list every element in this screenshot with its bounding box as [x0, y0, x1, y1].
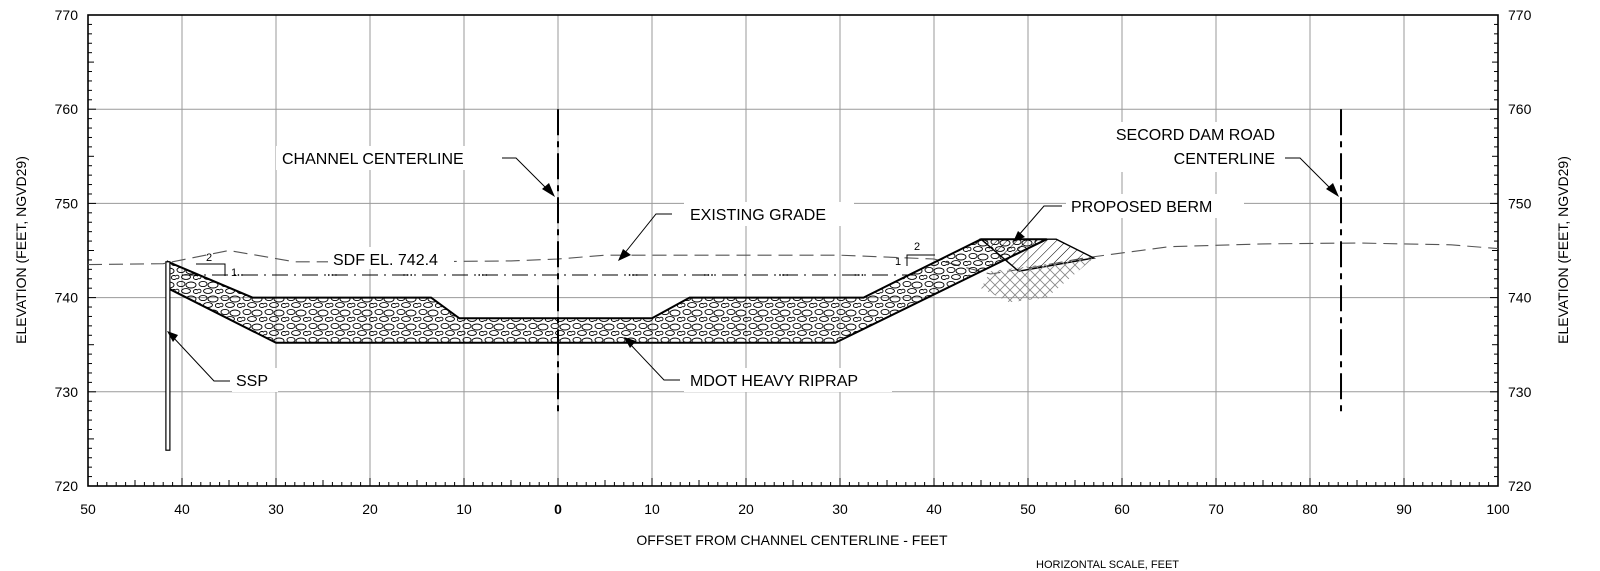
- y-tick-label-left: 770: [55, 7, 79, 23]
- riprap-label: MDOT HEAVY RIPRAP: [690, 373, 858, 390]
- x-tick-label: 80: [1302, 501, 1318, 517]
- grid-lines: [88, 15, 1498, 486]
- slope-right-horizontal: 2: [914, 241, 920, 253]
- sdf-dot: [410, 274, 413, 276]
- x-tick-label: 10: [456, 501, 472, 517]
- x-tick-label: 20: [738, 501, 754, 517]
- leader-ssp: [171, 335, 230, 382]
- y-tick-label-left: 740: [55, 290, 79, 306]
- leader-lines: [171, 157, 1333, 382]
- y-tick-labels: 770 770 760 760 750 750 740 740 730 730 720 720: [55, 7, 1532, 494]
- x-tick-label: 40: [174, 501, 190, 517]
- x-tick-label: 50: [80, 501, 96, 517]
- x-tick-label: 30: [832, 501, 848, 517]
- leader-channel-centerline: [502, 157, 549, 191]
- x-tick-label: 50: [1020, 501, 1036, 517]
- y-tick-label-left: 720: [55, 478, 79, 494]
- y-tick-label-left: 760: [55, 101, 79, 117]
- y-tick-label-right: 730: [1508, 384, 1532, 400]
- y-tick-label-left: 750: [55, 195, 79, 211]
- sheet-pile: [165, 261, 171, 451]
- plot-frame: [87, 14, 1499, 487]
- leader-proposed-berm: [1017, 205, 1062, 237]
- leader-existing-grade: [623, 213, 672, 255]
- sdf-dot: [628, 274, 631, 276]
- axis-ticks: [87, 14, 1499, 487]
- x-tick-label: 100: [1486, 501, 1510, 517]
- road-centerline-label-line1: SECORD DAM ROAD: [1116, 127, 1275, 144]
- ssp-label: SSP: [236, 373, 268, 390]
- sdf-elevation-label: SDF EL. 742.4: [333, 252, 438, 269]
- proposed-berm-label: PROPOSED BERM: [1071, 199, 1212, 216]
- x-tick-label: 60: [1114, 501, 1130, 517]
- horizontal-scale-note: HORIZONTAL SCALE, FEET: [1036, 559, 1179, 571]
- y-tick-label-right: 720: [1508, 478, 1532, 494]
- x-tick-label: 30: [268, 501, 284, 517]
- berm-subgrade-hatch: [981, 258, 1094, 303]
- slope-left-vertical: 1: [231, 267, 237, 279]
- x-tick-label: 20: [362, 501, 378, 517]
- sdf-dot: [861, 274, 864, 276]
- y-tick-label-right: 750: [1508, 195, 1532, 211]
- sdf-dot: [857, 274, 860, 276]
- existing-grade-label: EXISTING GRADE: [690, 207, 826, 224]
- sdf-dot: [711, 274, 713, 276]
- leader-road-centerline: [1285, 157, 1333, 191]
- y-tick-label-right: 760: [1508, 101, 1532, 117]
- leader-arrowheads: [167, 183, 1339, 348]
- x-axis-label: OFFSET FROM CHANNEL CENTERLINE - FEET: [636, 532, 948, 548]
- sdf-dot: [779, 274, 781, 276]
- y-axis-label-right: ELEVATION (FEET, NGVD29): [1555, 156, 1571, 344]
- leader-riprap: [629, 343, 680, 381]
- x-tick-label: 70: [1208, 501, 1224, 517]
- sdf-dot: [327, 274, 330, 276]
- x-tick-label: 10: [644, 501, 660, 517]
- x-tick-label: 90: [1396, 501, 1412, 517]
- slope-right-vertical: 1: [895, 256, 901, 268]
- channel-centerline-label: CHANNEL CENTERLINE: [282, 151, 464, 168]
- y-tick-label-right: 740: [1508, 290, 1532, 306]
- y-tick-label-right: 770: [1508, 7, 1532, 23]
- x-tick-label: 40: [926, 501, 942, 517]
- slope-indicator-left: 2 1: [196, 252, 237, 279]
- road-centerline-label-line2: CENTERLINE: [1174, 151, 1275, 168]
- sdf-dot: [478, 274, 481, 276]
- y-axis-label-left: ELEVATION (FEET, NGVD29): [13, 156, 29, 344]
- existing-grade-line: [87, 242, 1499, 275]
- slope-left-horizontal: 2: [206, 252, 212, 264]
- slope-indicator-right: 2 1: [895, 241, 935, 268]
- riprap-layer: [166, 238, 1048, 344]
- sdf-dot: [237, 274, 240, 276]
- x-tick-label: 0: [554, 501, 562, 517]
- y-tick-label-left: 730: [55, 384, 79, 400]
